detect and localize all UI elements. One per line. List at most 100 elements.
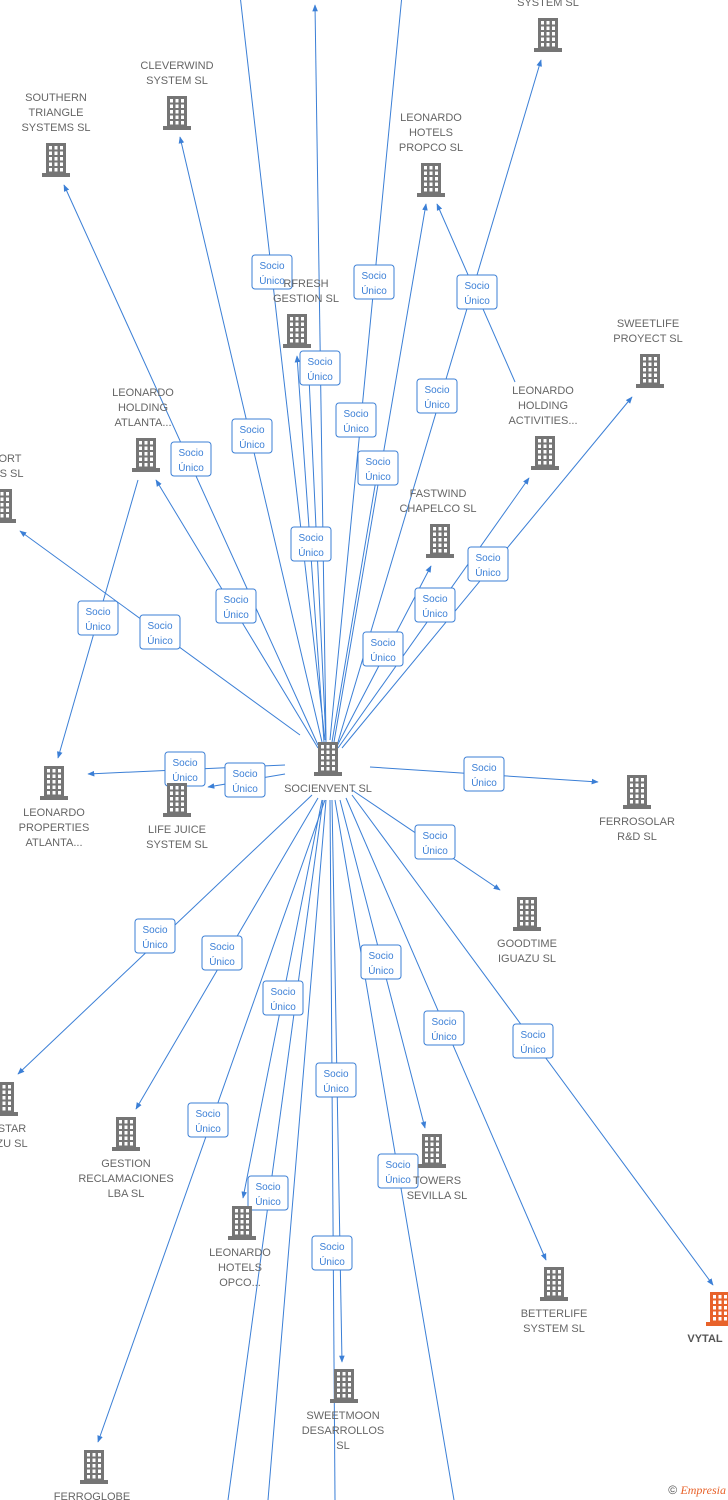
company-building-icon (0, 1082, 18, 1116)
company-name: TRIANGLE (28, 107, 83, 119)
company-node-leonardo-hotels-opco[interactable]: LEONARDOHOTELSOPCO... (209, 1206, 271, 1289)
relation-label: Socio (475, 553, 500, 564)
company-name: SYSTEM SL (523, 1323, 585, 1335)
relation-label: Único (370, 651, 396, 664)
company-name: SWEETMOON (306, 1410, 379, 1422)
company-node-betterlife[interactable]: BETTERLIFE SYSTEM SL (521, 1267, 588, 1335)
relation-label: Único (368, 964, 394, 977)
relation-label: Único (142, 938, 168, 951)
relation-label: Único (365, 470, 391, 483)
company-name: IGUAZU SL (498, 953, 556, 965)
company-building-icon (636, 354, 664, 388)
relation-label: Socio (239, 425, 264, 436)
relation-label: Socio (424, 385, 449, 396)
relation-label: Socio (195, 1109, 220, 1120)
relation-label: Socio (368, 951, 393, 962)
company-node-ort-s[interactable]: ORTIS SL (0, 453, 23, 523)
company-node-ferroglobe[interactable]: FERROGLOBE (54, 1450, 130, 1500)
company-building-icon (330, 1369, 358, 1403)
company-name: FERROGLOBE (54, 1491, 130, 1500)
relation-label: Socio (307, 357, 332, 368)
relation-label: Socio (270, 987, 295, 998)
company-node-socienvent[interactable]: SOCIENVENT SL (284, 742, 372, 795)
company-building-icon (132, 438, 160, 472)
footer-brand: © Empresia (668, 1483, 726, 1498)
relation-label: Único (520, 1043, 546, 1056)
relation-label: Único (232, 782, 258, 795)
relation-label: Único (307, 370, 333, 383)
company-node-leonardo-holding-atlanta[interactable]: LEONARDOHOLDINGATLANTA... (112, 387, 174, 472)
relation-label: Socio (323, 1069, 348, 1080)
company-building-icon (112, 1117, 140, 1151)
company-node-goodtime-iguazu[interactable]: GOODTIME IGUAZU SL (497, 897, 557, 965)
relation-label: Único (270, 1000, 296, 1013)
company-building-icon (80, 1450, 108, 1484)
company-node-system-top[interactable]: SYSTEM SL (517, 0, 579, 52)
company-name: SOUTHERN (25, 92, 87, 104)
company-name: GOODTIME (497, 938, 557, 950)
company-node-vytal[interactable]: VYTAL (687, 1292, 728, 1345)
relation-label: Socio (361, 271, 386, 282)
company-name: SEVILLA SL (407, 1190, 468, 1202)
company-name: SYSTEM SL (517, 0, 579, 9)
relation-label: Socio (431, 1017, 456, 1028)
relation-label: Único (255, 1195, 281, 1208)
company-node-leonardo-holding-activities[interactable]: LEONARDOHOLDINGACTIVITIES... (508, 385, 578, 470)
company-node-star-uzu[interactable]: STARZU SL (0, 1082, 28, 1150)
company-name: IS SL (0, 468, 23, 480)
company-name: FERROSOLAR (599, 816, 675, 828)
relation-label: Único (424, 398, 450, 411)
company-node-leonardo-properties-atlanta[interactable]: LEONARDOPROPERTIESATLANTA... (19, 766, 90, 849)
company-name: BETTERLIFE (521, 1308, 588, 1320)
company-name: RFRESH (283, 278, 328, 290)
relation-label: Único (239, 438, 265, 451)
company-name: PROYECT SL (613, 333, 683, 345)
ownership-edge (267, 799, 327, 1500)
company-name: LIFE JUICE (148, 824, 206, 836)
relation-label: Único (323, 1082, 349, 1095)
relation-label: Único (431, 1030, 457, 1043)
